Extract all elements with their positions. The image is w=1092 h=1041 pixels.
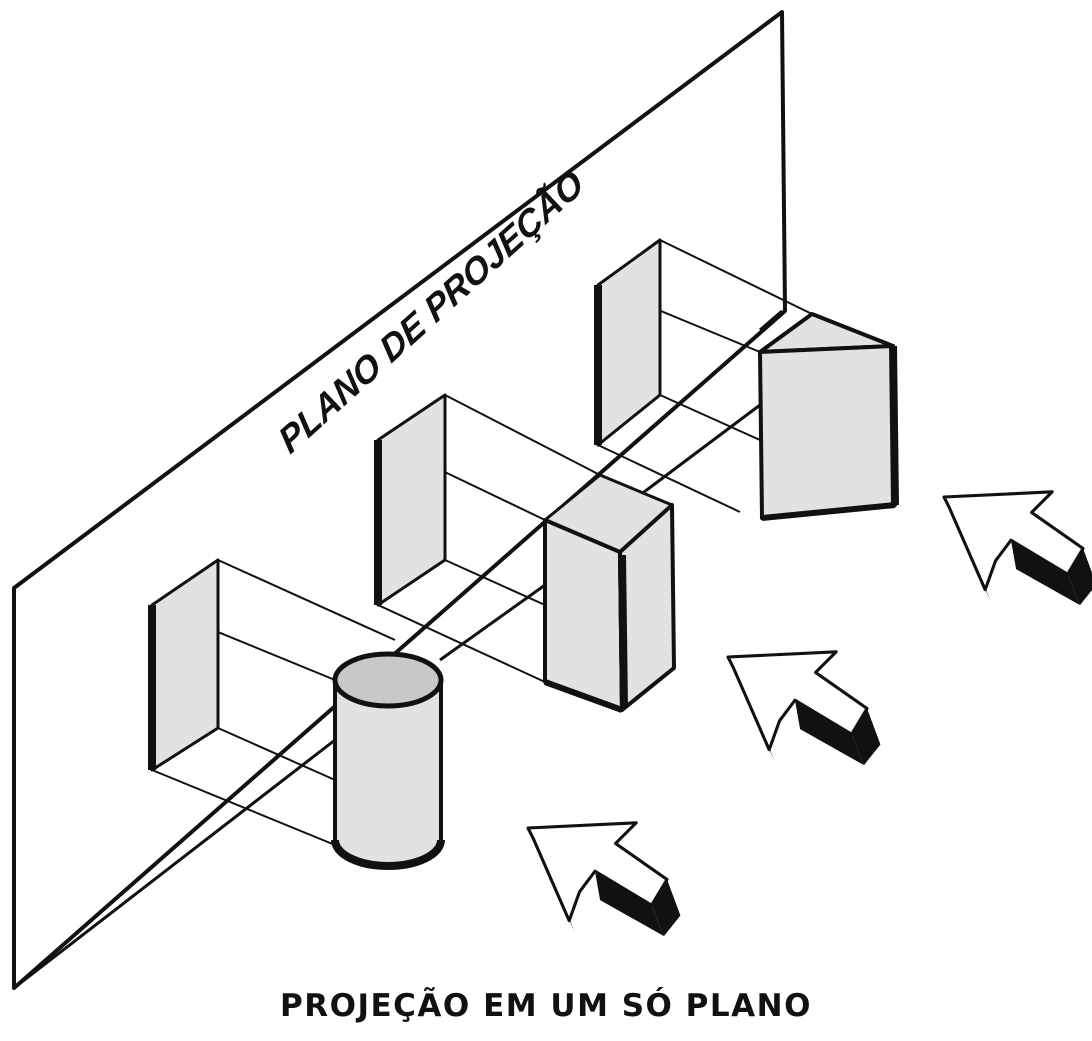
triangular-prism [758,312,899,521]
arrow-back [942,490,1092,607]
cylinder [331,651,445,870]
projection-lines [151,239,813,846]
arrow-front [526,821,682,938]
central-axes [13,309,783,990]
arrow-middle [726,650,882,767]
projection-images [148,238,662,772]
projection-plane [12,10,787,990]
square-prism [543,473,676,713]
plane-outline [12,10,787,990]
figure-caption: PROJEÇÃO EM UM SÓ PLANO [280,988,812,1024]
